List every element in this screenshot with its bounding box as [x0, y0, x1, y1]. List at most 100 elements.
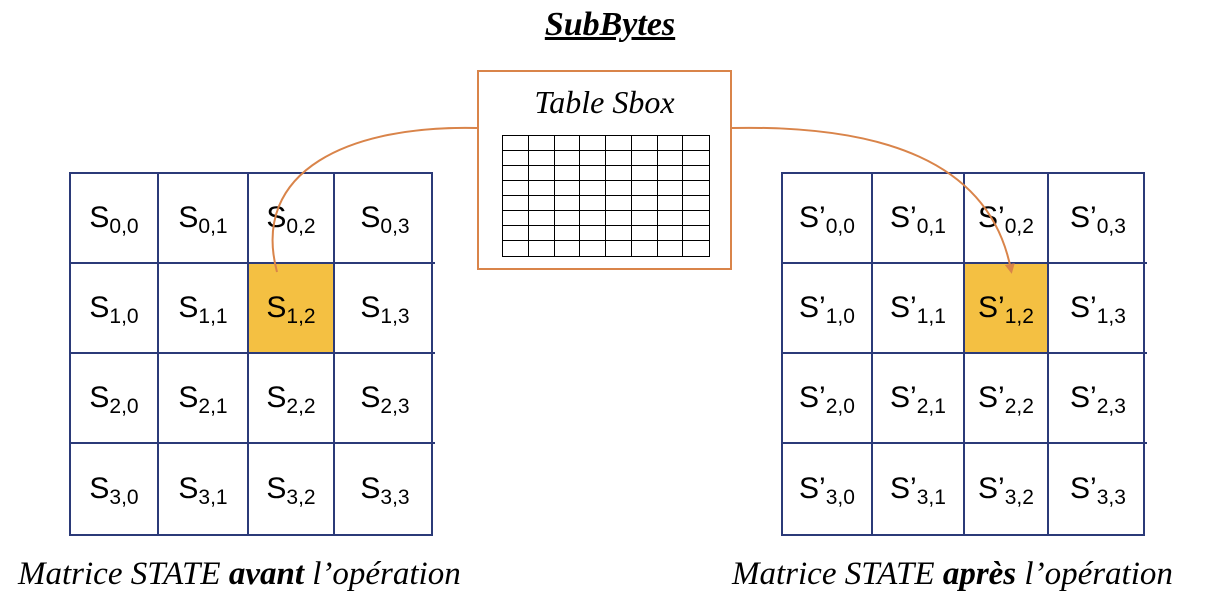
sbox-cell: [683, 196, 709, 211]
sbox-cell: [683, 181, 709, 196]
cell-subscript: 0,3: [1096, 215, 1126, 238]
sbox-cell: [631, 136, 658, 151]
sbox-cell: [554, 151, 581, 166]
sbox-cell: [683, 226, 709, 241]
cell-symbol: S’: [890, 381, 917, 414]
sbox-cell: [657, 151, 684, 166]
sbox-cell: [658, 241, 684, 256]
sbox-cell: [606, 196, 632, 211]
sbox-cell: [503, 196, 529, 211]
cell-subscript: 0,2: [286, 215, 316, 238]
cell-symbol: S: [266, 201, 287, 234]
sbox-cell: [554, 226, 581, 241]
cell-subscript: 3,0: [825, 486, 855, 509]
sbox-cell: [554, 196, 581, 211]
cell-subscript: 1,1: [916, 305, 946, 328]
cell-symbol: S’: [1070, 381, 1097, 414]
sbox-cell: [631, 196, 658, 211]
after-cell-0-0: S’0,0: [783, 174, 873, 264]
sbox-cell: [580, 181, 606, 196]
cell-subscript: 1,3: [1096, 305, 1126, 328]
sbox-cell: [580, 151, 606, 166]
sbox-cell: [528, 136, 555, 151]
sbox-label: Table Sbox: [534, 84, 675, 120]
sbox-cell: [503, 151, 529, 166]
sbox-cell: [606, 166, 632, 181]
sbox-cell: [606, 136, 632, 151]
cell-symbol: S: [178, 472, 199, 505]
sbox-cell: [657, 226, 684, 241]
cell-subscript: 2,2: [286, 395, 316, 418]
cell-symbol: S’: [978, 291, 1005, 324]
cell-subscript: 1,2: [1004, 305, 1034, 328]
after-cell-3-0: S’3,0: [783, 444, 873, 534]
sbox-cell: [528, 196, 555, 211]
cell-symbol: S: [266, 291, 287, 324]
cell-symbol: S: [89, 381, 110, 414]
after-cell-3-3: S’3,3: [1049, 444, 1147, 534]
sbox-cell: [631, 166, 658, 181]
sbox-cell: [631, 151, 658, 166]
sbox-cell: [554, 136, 581, 151]
sbox-cell: [554, 166, 581, 181]
arrow-from-sbox: [731, 126, 1015, 274]
cell-symbol: S: [178, 201, 199, 234]
sbox-cell: [632, 241, 658, 256]
sbox-cell: [503, 166, 529, 181]
sbox-cell: [528, 166, 555, 181]
sbox-cell: [503, 211, 529, 226]
sbox-cell: [657, 181, 684, 196]
sbox-cell: [529, 241, 555, 256]
caption-after: Matrice STATE après l’opération: [732, 556, 1173, 592]
sbox-cell: [683, 151, 709, 166]
sbox-cell: [606, 181, 632, 196]
cell-symbol: S’: [799, 201, 826, 234]
sbox-cell: [503, 181, 529, 196]
cell-subscript: 3,0: [109, 486, 139, 509]
sbox-cell: [528, 151, 555, 166]
cell-symbol: S: [266, 381, 287, 414]
sbox-cell: [606, 211, 632, 226]
cell-subscript: 3,2: [1004, 486, 1034, 509]
cell-symbol: S’: [799, 381, 826, 414]
cell-subscript: 2,1: [916, 395, 946, 418]
after-cell-1-1: S’1,1: [873, 264, 965, 354]
after-cell-1-3: S’1,3: [1049, 264, 1147, 354]
sbox-cell: [657, 211, 684, 226]
sbox-cell: [503, 226, 529, 241]
cell-symbol: S: [178, 381, 199, 414]
sbox-cell: [503, 241, 529, 256]
sbox-cell: [528, 226, 555, 241]
cell-symbol: S: [360, 472, 381, 505]
cell-subscript: 1,0: [825, 305, 855, 328]
sbox-cell: [657, 136, 684, 151]
sbox-cell: [631, 211, 658, 226]
cell-subscript: 3,1: [916, 486, 946, 509]
cell-subscript: 1,1: [198, 305, 228, 328]
sbox-cell: [657, 196, 684, 211]
cell-symbol: S: [89, 201, 110, 234]
sbox-cell: [606, 226, 632, 241]
cell-symbol: S: [89, 291, 110, 324]
after-cell-1-0: S’1,0: [783, 264, 873, 354]
sbox-cell: [503, 136, 529, 151]
after-cell-2-3: S’2,3: [1049, 354, 1147, 444]
cell-symbol: S’: [978, 381, 1005, 414]
cell-symbol: S’: [799, 291, 826, 324]
cell-subscript: 1,2: [286, 305, 316, 328]
cell-subscript: 2,3: [380, 395, 410, 418]
sbox-cell: [554, 181, 581, 196]
cell-symbol: S’: [890, 472, 917, 505]
cell-subscript: 0,3: [380, 215, 410, 238]
